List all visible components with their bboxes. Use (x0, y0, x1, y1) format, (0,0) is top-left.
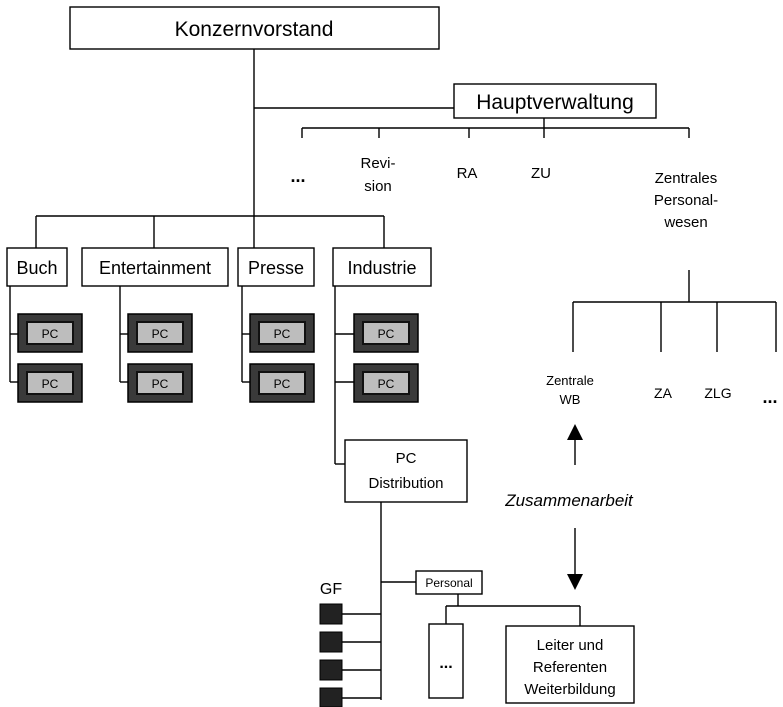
pc-unit: PC (127, 363, 193, 403)
pc-unit: PC (17, 363, 83, 403)
pc-distribution-line2: Distribution (368, 475, 443, 492)
konzernvorstand-box: Konzernvorstand (69, 6, 440, 50)
more-box-label: ... (439, 655, 452, 672)
gf-unit (319, 631, 343, 653)
gf-unit (319, 687, 343, 707)
connector-lines (9, 49, 777, 700)
personal-sub-more: ... (762, 387, 777, 407)
pc-unit: PC (353, 313, 419, 353)
personal-box-label: Personal (425, 576, 472, 590)
hq-dept-revision-line2: sion (364, 178, 392, 195)
pc-unit-label: PC (274, 327, 291, 341)
arrow-up-icon (567, 424, 583, 440)
cooperation-label: Zusammenarbeit (504, 491, 634, 510)
hq-dept-revision-line1: Revi- (360, 155, 395, 172)
gf-label: GF (320, 581, 342, 598)
leiter-line2: Referenten (533, 659, 607, 676)
hq-departments: ... Revi- sion RA ZU Zentrales Personal-… (290, 155, 718, 231)
pc-unit: PC (249, 313, 315, 353)
pc-unit-label: PC (152, 327, 169, 341)
pc-unit: PC (353, 363, 419, 403)
division-industrie: Industrie (332, 247, 432, 287)
division-industrie-label: Industrie (347, 258, 416, 278)
hq-dept-personalwesen-line2: Personal- (654, 192, 718, 209)
leiter-line1: Leiter und (537, 637, 604, 654)
personal-box: Personal (415, 570, 483, 595)
gf-units (319, 603, 343, 707)
zentrale-wb-line2: WB (560, 392, 581, 407)
hauptverwaltung-box: Hauptverwaltung (453, 83, 657, 119)
gf-unit (319, 659, 343, 681)
cooperation-arrows: Zusammenarbeit (504, 424, 634, 590)
pc-unit-label: PC (378, 327, 395, 341)
zlg-label: ZLG (704, 385, 731, 401)
leiter-box: Leiter und Referenten Weiterbildung (505, 625, 635, 704)
more-box: ... (428, 623, 464, 699)
gf-unit (319, 603, 343, 625)
division-buch-label: Buch (16, 258, 57, 278)
pc-unit-label: PC (42, 327, 59, 341)
hq-dept-personalwesen-line3: wesen (663, 214, 707, 231)
za-label: ZA (654, 385, 673, 401)
zentrale-wb-line1: Zentrale (546, 373, 594, 388)
pc-unit-label: PC (152, 377, 169, 391)
personal-sub-units: Zentrale WB ZA ZLG ... (546, 373, 777, 407)
division-entertainment: Entertainment (81, 247, 229, 287)
arrow-down-icon (567, 574, 583, 590)
hauptverwaltung-title: Hauptverwaltung (476, 91, 634, 114)
pc-unit: PC (127, 313, 193, 353)
hq-dept-ra: RA (457, 165, 478, 182)
pc-distribution-line1: PC (396, 450, 417, 467)
leiter-line3: Weiterbildung (524, 681, 615, 698)
hq-dept-personalwesen-line1: Zentrales (655, 170, 718, 187)
pc-unit-label: PC (274, 377, 291, 391)
pc-units: PC PC PC PC PC PC PC PC (17, 313, 419, 403)
pc-distribution-box: PC Distribution (344, 439, 468, 503)
division-presse: Presse (237, 247, 315, 287)
hq-dept-more: ... (290, 166, 305, 186)
konzernvorstand-title: Konzernvorstand (175, 18, 334, 41)
pc-unit-label: PC (42, 377, 59, 391)
division-presse-label: Presse (248, 258, 304, 278)
pc-unit: PC (17, 313, 83, 353)
hq-dept-zu: ZU (531, 165, 551, 182)
division-entertainment-label: Entertainment (99, 258, 211, 278)
pc-unit-label: PC (378, 377, 395, 391)
division-buch: Buch (6, 247, 68, 287)
pc-unit: PC (249, 363, 315, 403)
